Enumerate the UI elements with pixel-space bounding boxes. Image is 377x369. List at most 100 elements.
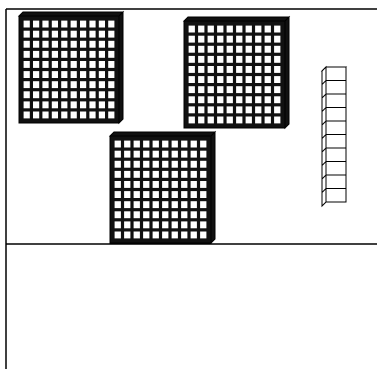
flat-unit-cell <box>274 66 280 73</box>
hundreds-flat-2 <box>184 17 289 128</box>
flat-unit-cell <box>274 26 280 33</box>
flat-unit-cell <box>162 171 168 178</box>
flat-unit-cell <box>191 181 197 188</box>
flat-unit-cell <box>71 61 77 68</box>
flat-unit-cell <box>115 232 121 239</box>
flat-unit-cell <box>265 117 271 124</box>
flat-unit-cell <box>274 106 280 113</box>
flat-unit-cell <box>61 112 67 119</box>
flat-unit-cell <box>143 191 149 198</box>
flat-unit-cell <box>143 141 149 148</box>
flat-unit-cell <box>189 117 195 124</box>
flat-unit-cell <box>227 117 233 124</box>
flat-unit-cell <box>143 211 149 218</box>
flat-unit-cell <box>134 181 140 188</box>
flat-unit-cell <box>208 56 214 63</box>
flat-unit-cell <box>33 41 39 48</box>
flat-unit-cell <box>99 61 105 68</box>
flat-unit-cell <box>99 71 105 78</box>
flat-unit-cell <box>189 26 195 33</box>
flat-unit-cell <box>208 96 214 103</box>
flat-unit-cell <box>153 211 159 218</box>
flat-unit-cell <box>153 151 159 158</box>
flat-unit-cell <box>200 151 206 158</box>
flat-unit-cell <box>52 61 58 68</box>
flat-unit-cell <box>108 112 114 119</box>
flat-unit-cell <box>108 71 114 78</box>
flat-unit-cell <box>181 191 187 198</box>
flat-unit-cell <box>265 66 271 73</box>
flat-unit-cell <box>246 117 252 124</box>
flat-unit-cell <box>89 71 95 78</box>
flat-unit-cell <box>274 46 280 53</box>
flat-unit-cell <box>227 36 233 43</box>
flat-unit-cell <box>274 117 280 124</box>
flat-top-edge <box>184 17 289 21</box>
flat-unit-cell <box>33 101 39 108</box>
flat-unit-cell <box>181 161 187 168</box>
flat-unit-cell <box>124 232 130 239</box>
flat-unit-cell <box>189 36 195 43</box>
flat-unit-cell <box>181 211 187 218</box>
flat-unit-cell <box>189 46 195 53</box>
flat-unit-cell <box>274 56 280 63</box>
flat-unit-cell <box>33 31 39 38</box>
flat-side-edge <box>285 17 289 128</box>
flat-unit-cell <box>99 21 105 28</box>
flat-unit-cell <box>198 117 204 124</box>
flat-unit-cell <box>208 26 214 33</box>
flat-unit-cell <box>208 106 214 113</box>
flat-unit-cell <box>189 86 195 93</box>
flat-unit-cell <box>227 46 233 53</box>
flat-unit-cell <box>115 181 121 188</box>
flat-unit-cell <box>153 232 159 239</box>
flat-unit-cell <box>200 232 206 239</box>
flat-unit-cell <box>80 21 86 28</box>
flat-unit-cell <box>246 56 252 63</box>
flat-unit-cell <box>89 91 95 98</box>
flat-unit-cell <box>181 171 187 178</box>
flat-unit-cell <box>246 46 252 53</box>
flat-unit-cell <box>189 106 195 113</box>
flat-unit-cell <box>172 181 178 188</box>
flat-unit-cell <box>181 141 187 148</box>
flat-unit-cell <box>172 141 178 148</box>
flat-unit-cell <box>189 76 195 83</box>
flat-unit-cell <box>200 211 206 218</box>
flat-unit-cell <box>52 21 58 28</box>
flat-unit-cell <box>181 181 187 188</box>
flat-unit-cell <box>80 81 86 88</box>
flat-unit-cell <box>124 171 130 178</box>
flat-unit-cell <box>265 26 271 33</box>
flat-unit-cell <box>265 36 271 43</box>
flat-unit-cell <box>42 61 48 68</box>
flat-unit-cell <box>255 26 261 33</box>
flat-unit-cell <box>24 91 30 98</box>
flat-unit-cell <box>115 191 121 198</box>
flat-unit-cell <box>61 101 67 108</box>
flat-unit-cell <box>172 161 178 168</box>
flat-unit-cell <box>33 21 39 28</box>
flat-unit-cell <box>52 101 58 108</box>
flat-unit-cell <box>124 141 130 148</box>
flat-unit-cell <box>89 101 95 108</box>
flat-unit-cell <box>265 56 271 63</box>
flat-unit-cell <box>236 96 242 103</box>
flat-unit-cell <box>162 232 168 239</box>
flat-unit-cell <box>198 76 204 83</box>
flat-unit-cell <box>134 141 140 148</box>
flat-unit-cell <box>108 51 114 58</box>
flat-unit-cell <box>134 161 140 168</box>
hundreds-flat-1 <box>19 12 123 123</box>
flat-unit-cell <box>108 61 114 68</box>
flat-unit-cell <box>33 91 39 98</box>
flat-unit-cell <box>181 201 187 208</box>
flat-unit-cell <box>71 101 77 108</box>
flat-unit-cell <box>217 66 223 73</box>
flat-unit-cell <box>143 232 149 239</box>
flat-unit-cell <box>172 232 178 239</box>
flat-unit-cell <box>191 201 197 208</box>
flat-unit-cell <box>227 76 233 83</box>
flat-unit-cell <box>143 181 149 188</box>
flat-unit-cell <box>52 31 58 38</box>
